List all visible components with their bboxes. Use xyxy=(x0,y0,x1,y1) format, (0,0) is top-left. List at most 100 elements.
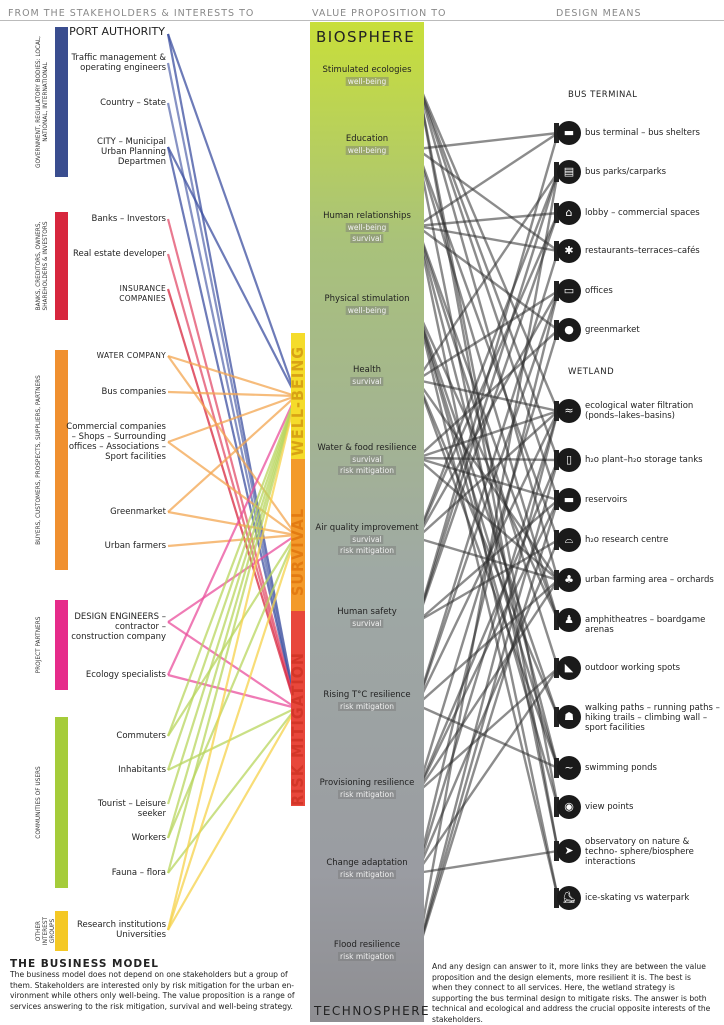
value-design-link xyxy=(415,290,560,874)
stakeholder-strategy-link xyxy=(167,395,297,676)
value-proposition-label: Water & food resilience xyxy=(317,443,417,453)
stakeholder-label: Country – State xyxy=(100,98,166,108)
strategy-risk-mitigation-bar xyxy=(291,611,305,806)
design-means-label: reservoirs xyxy=(585,495,628,505)
hiker-icon: ☗ xyxy=(557,705,581,729)
stakeholder-strategy-link xyxy=(167,510,297,537)
stakeholder-strategy-link xyxy=(167,355,297,536)
group-label: BANKS, CREDITORS, OWNERS, SHAREHOLDERS &… xyxy=(36,221,49,311)
design-means-label: bus parks/carparks xyxy=(585,167,667,177)
strategy-tag: well-being xyxy=(345,306,389,315)
stakeholder-strategy-link xyxy=(166,253,298,709)
value-proposition-label: Physical stimulation xyxy=(324,294,410,304)
value-design-link xyxy=(416,131,559,228)
stakeholder-label: Commercial companies – Shops – Surroundi… xyxy=(66,422,166,462)
stakeholder-label: Inhabitants xyxy=(118,765,166,775)
value-design-link xyxy=(415,410,560,874)
stakeholder-strategy-link xyxy=(167,354,297,398)
stakeholder-strategy-link xyxy=(167,395,297,513)
value-design-link xyxy=(415,212,560,623)
stakeholder-strategy-link xyxy=(166,395,298,931)
design-links xyxy=(415,79,560,956)
well-being-label: WELL-BEING xyxy=(288,345,307,456)
strategy-tag: survival xyxy=(350,377,384,386)
strategy-tag: well-being xyxy=(345,223,389,232)
risk-mitigation-label: RISK MITIGATION xyxy=(288,652,307,806)
value-design-link xyxy=(415,79,560,461)
strategy-tag: survival xyxy=(350,234,384,243)
stakeholder-strategy-link xyxy=(167,533,297,548)
group-bar xyxy=(55,27,68,177)
value-design-link xyxy=(415,459,560,956)
stakeholder-strategy-link xyxy=(166,395,298,874)
design-means-label: h₂o research centre xyxy=(585,535,669,545)
stakeholder-strategy-link xyxy=(166,102,298,709)
strategy-tag: risk mitigation xyxy=(338,870,396,879)
design-means-label: h₂o plant–h₂o storage tanks xyxy=(585,455,703,465)
strategy-tag: risk mitigation xyxy=(338,702,396,711)
design-means-label: lobby – commercial spaces xyxy=(585,208,700,218)
stakeholder-label: INSURANCE COMPANIES xyxy=(119,284,166,303)
tree-icon: ♣ xyxy=(557,568,581,592)
design-hub xyxy=(554,203,559,223)
design-means-label: offices xyxy=(585,286,613,296)
stakeholder-strategy-link xyxy=(166,218,298,709)
group-label: COMMUNITIES OF USERS xyxy=(36,766,42,839)
strategy-survival-bar xyxy=(291,459,305,611)
stakeholder-links xyxy=(166,33,298,931)
value-design-link xyxy=(415,499,560,794)
design-hub xyxy=(554,707,559,727)
header-divider xyxy=(0,20,724,21)
group-label: OTHER INTEREST GROUPS xyxy=(36,916,56,946)
stakeholder-strategy-link xyxy=(167,534,297,623)
stakeholder-label: Research institutions Universities xyxy=(77,920,166,940)
group-bar xyxy=(55,600,68,690)
design-means-label: ice-skating vs waterpark xyxy=(585,893,690,903)
technosphere-label: TECHNOSPHERE xyxy=(314,1004,431,1018)
strategy-tag: survival xyxy=(350,535,384,544)
stakeholder-label: Real estate developer xyxy=(72,249,166,259)
value-design-link xyxy=(416,131,559,151)
strategy-well-being-bar xyxy=(291,333,305,459)
business-model-title: THE BUSINESS MODEL xyxy=(10,958,159,970)
value-proposition-label: Provisioning resilience xyxy=(319,778,415,788)
stakeholder-strategy-link xyxy=(167,146,297,397)
value-design-link xyxy=(416,456,559,462)
header-right: DESIGN MEANS xyxy=(556,8,642,19)
resilience-note: And any design can answer to it, more li… xyxy=(432,962,711,1024)
strategy-tag: risk mitigation xyxy=(338,466,396,475)
stakeholder-label: Greenmarket xyxy=(110,507,166,517)
value-proposition-label: Education xyxy=(345,134,389,144)
stakeholder-strategy-link xyxy=(166,534,298,839)
stakeholder-label: WATER COMPANY xyxy=(96,351,166,360)
design-means-label: amphitheatres – boardgame arenas xyxy=(585,615,706,635)
design-hub xyxy=(554,281,559,301)
apple-icon: ● xyxy=(557,318,581,342)
value-design-link xyxy=(415,410,560,956)
strategy-tag: risk mitigation xyxy=(338,790,396,799)
design-hub xyxy=(554,570,559,590)
design-means-label: restaurants–terraces–cafés xyxy=(585,246,700,256)
value-design-link xyxy=(415,132,560,623)
group-bar xyxy=(55,717,68,888)
design-hub xyxy=(554,610,559,630)
survival-label: SURVIVAL xyxy=(288,508,307,596)
stakeholder-strategy-link xyxy=(166,33,298,397)
chess-icon: ♟ xyxy=(557,608,581,632)
value-design-link xyxy=(415,308,560,718)
value-design-link xyxy=(415,459,560,794)
binoculars-icon: ◉ xyxy=(557,795,581,819)
design-means-label: view points xyxy=(585,802,634,812)
stakeholder-label: Commuters xyxy=(116,731,166,741)
design-means-label: greenmarket xyxy=(585,325,640,335)
value-design-link xyxy=(415,499,560,956)
value-proposition-label: Human relationships xyxy=(323,211,411,221)
value-design-link xyxy=(415,79,560,581)
stakeholder-label: DESIGN ENGINEERS – contractor – construc… xyxy=(71,612,166,642)
water-waves-icon: ≈ xyxy=(557,399,581,423)
group-label: GOVERNMENT, REGULATORY BODIES: LOCAL, NA… xyxy=(36,35,49,169)
design-means-label: swimming ponds xyxy=(585,763,657,773)
stakeholder-label: Fauna – flora xyxy=(111,868,166,878)
value-design-link xyxy=(416,171,559,381)
stakeholder-strategy-link xyxy=(166,395,298,771)
